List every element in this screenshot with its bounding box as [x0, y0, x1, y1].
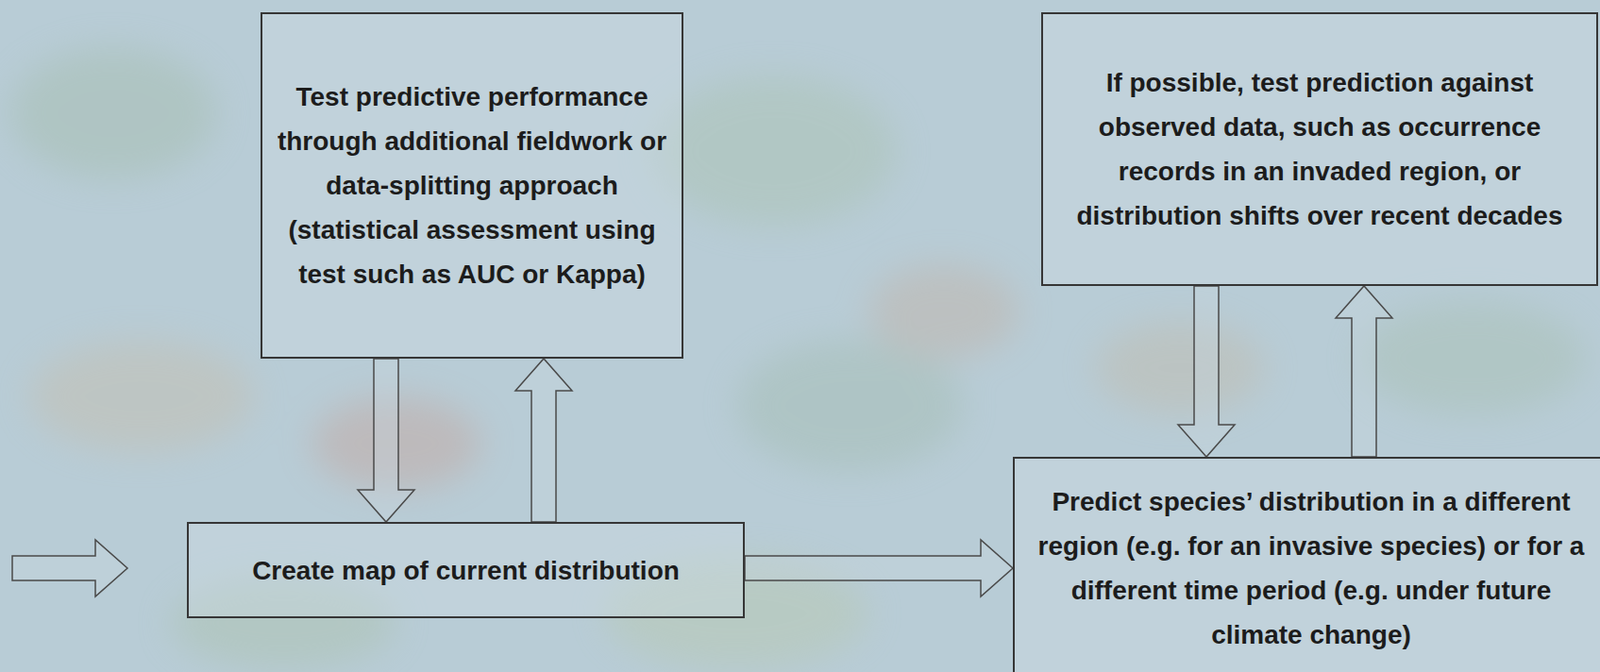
seed-blob: [651, 75, 897, 227]
block-arrow: [744, 539, 1013, 597]
box-text: Create map of current distribution: [252, 548, 680, 593]
block-arrow: [515, 358, 573, 523]
process-box: Test predictive performance through addi…: [260, 12, 684, 359]
seed-blob: [9, 47, 218, 180]
seed-blob: [736, 339, 963, 472]
entry-arrow: [12, 539, 128, 597]
box-text: Test predictive performance through addi…: [273, 74, 671, 297]
seed-blob: [1359, 302, 1586, 416]
seed-blob: [1094, 320, 1265, 416]
process-box: Create map of current distribution: [186, 522, 745, 619]
block-arrow: [357, 358, 415, 523]
seed-blob: [28, 339, 255, 454]
block-arrow: [1178, 286, 1235, 457]
block-arrow: [1335, 286, 1393, 457]
box-text: Predict species’ distribution in a diffe…: [1024, 479, 1599, 657]
process-box: If possible, test prediction against obs…: [1041, 12, 1599, 287]
seed-blob: [868, 264, 1020, 359]
box-text: If possible, test prediction against obs…: [1056, 60, 1584, 238]
process-box: Predict species’ distribution in a diffe…: [1012, 456, 1600, 672]
